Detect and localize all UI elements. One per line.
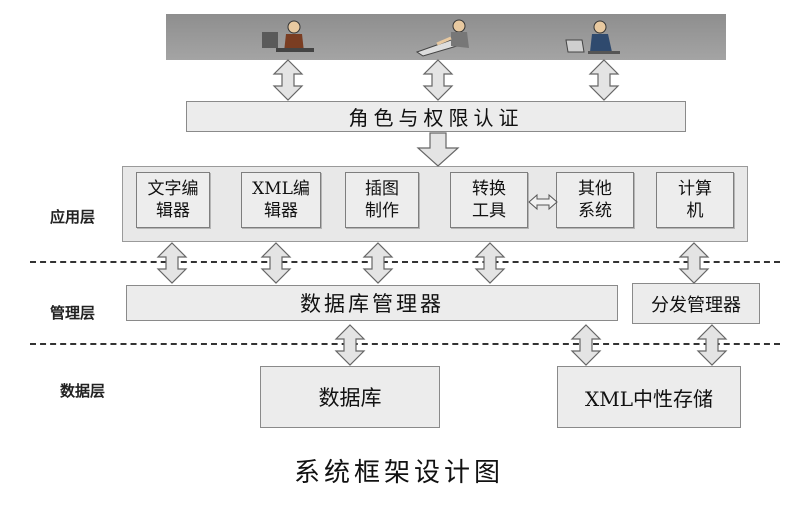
layer-label-data: 数据层	[60, 382, 106, 400]
double-arrow-icon	[363, 242, 393, 284]
dist-manager-box: 分发管理器	[632, 283, 760, 324]
module-label: 其他 系统	[578, 179, 612, 221]
double-arrow-icon	[679, 242, 709, 284]
app-module-computer: 计算 机	[656, 172, 734, 228]
double-arrow-icon	[335, 324, 365, 366]
dist-manager-label: 分发管理器	[651, 294, 741, 316]
module-label: XML编 辑器	[252, 179, 310, 221]
diagram-caption: 系统框架设计图	[293, 458, 504, 488]
module-label: 计算 机	[678, 179, 712, 221]
double-arrow-icon	[157, 242, 187, 284]
horizontal-double-arrow-icon	[528, 193, 558, 211]
database-label: 数据库	[318, 386, 382, 410]
separator-top	[30, 261, 780, 263]
application-panel	[122, 166, 748, 242]
auth-label: 角色与权限认证	[348, 106, 524, 130]
database-box: 数据库	[260, 366, 440, 428]
double-arrow-icon	[261, 242, 291, 284]
separator-bottom	[30, 343, 780, 345]
double-arrow-icon	[273, 59, 303, 101]
layer-label-management: 管理层	[50, 304, 96, 322]
app-module-text-editor: 文字编 辑器	[136, 172, 210, 228]
person-at-desk-icon	[262, 20, 314, 52]
app-module-conversion-tool: 转换 工具	[450, 172, 528, 228]
double-arrow-icon	[589, 59, 619, 101]
module-label: 文字编 辑器	[147, 179, 199, 221]
module-label: 转换 工具	[472, 179, 506, 221]
db-manager-label: 数据库管理器	[300, 292, 444, 316]
app-module-xml-editor: XML编 辑器	[241, 172, 321, 228]
layer-label-application: 应用层	[50, 208, 96, 226]
xml-storage-label: XML中性存储	[585, 386, 713, 411]
down-arrow-icon	[416, 132, 460, 167]
users-bar	[166, 14, 726, 60]
module-label: 插图 制作	[365, 179, 399, 221]
double-arrow-icon	[571, 324, 601, 366]
app-module-other-systems: 其他 系统	[556, 172, 634, 228]
auth-box: 角色与权限认证	[186, 101, 686, 132]
xml-storage-box: XML中性存储	[557, 366, 741, 428]
person-typing-icon	[415, 19, 469, 57]
double-arrow-icon	[697, 324, 727, 366]
double-arrow-icon	[475, 242, 505, 284]
person-with-laptop-icon	[565, 20, 620, 54]
double-arrow-icon	[423, 59, 453, 101]
db-manager-box: 数据库管理器	[126, 285, 618, 321]
app-module-illustration: 插图 制作	[345, 172, 419, 228]
